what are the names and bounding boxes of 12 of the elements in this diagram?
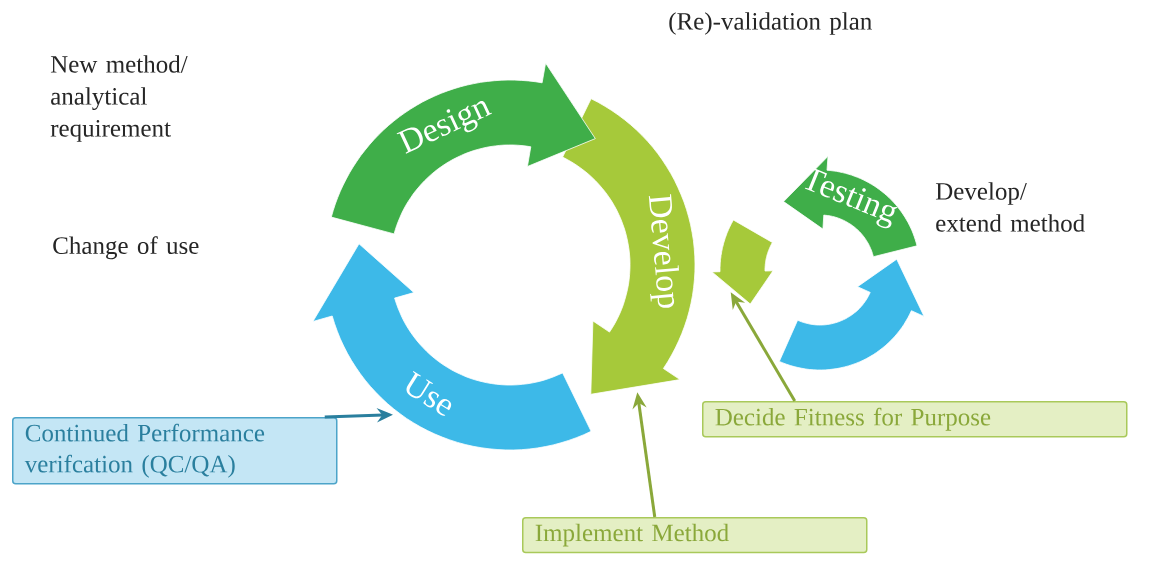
annotation-text: Change of use xyxy=(53,236,199,260)
cycle-band: Use xyxy=(312,243,592,451)
cycle-band xyxy=(778,258,925,371)
annotation-text: Develop/ extend method xyxy=(935,182,1085,232)
annotation-text: New method/ analytical requirement xyxy=(50,55,188,142)
cycle-band: Develop xyxy=(562,98,696,395)
callout-box: Decide Fitness for Purpose xyxy=(702,401,1128,438)
cycle-band: Design xyxy=(330,62,596,235)
callout-box: Continued Performance verifcation (QC/QA) xyxy=(12,417,338,485)
annotation-text: (Re)-validation plan xyxy=(669,12,872,35)
cycle-band xyxy=(711,219,774,305)
callout-box: Implement Method xyxy=(522,517,868,554)
